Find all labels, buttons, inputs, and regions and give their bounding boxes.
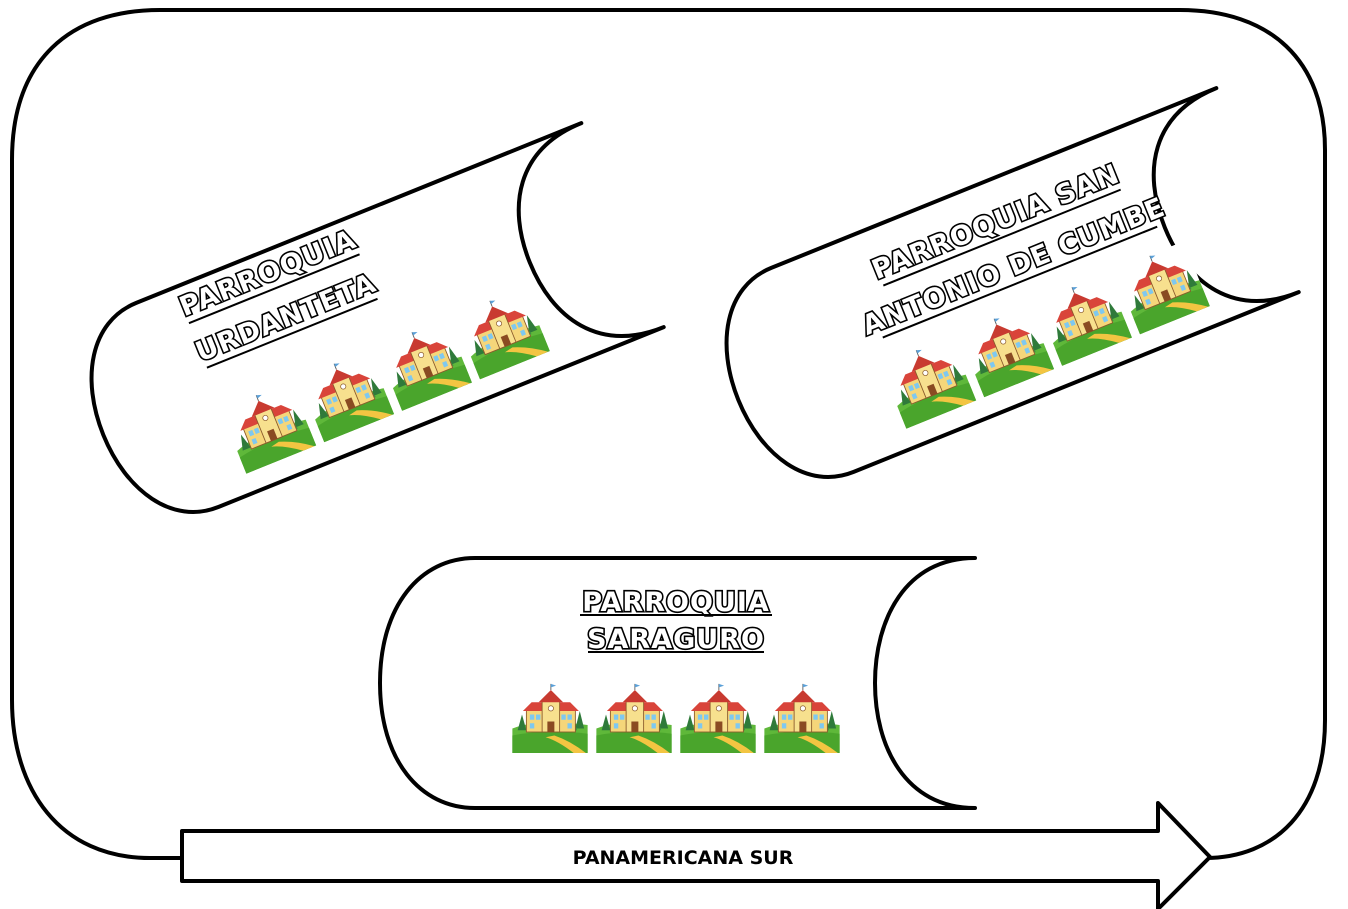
road-label: PANAMERICANA SUR: [573, 847, 794, 869]
scroll-shape: [62, 123, 664, 537]
parish-saraguro-line1: PARROQUIA: [582, 587, 770, 618]
school-building-icon: [512, 683, 587, 753]
parish-saraguro-line2: SARAGURO: [587, 624, 765, 655]
parish-urdanteta: [62, 123, 664, 537]
parish-san-antonio-de-cumbe: [697, 88, 1299, 502]
scroll-shape: [697, 88, 1299, 502]
school-building-icon: [764, 683, 839, 753]
school-building-icon: [680, 683, 755, 753]
school-building-icon: [596, 683, 671, 753]
